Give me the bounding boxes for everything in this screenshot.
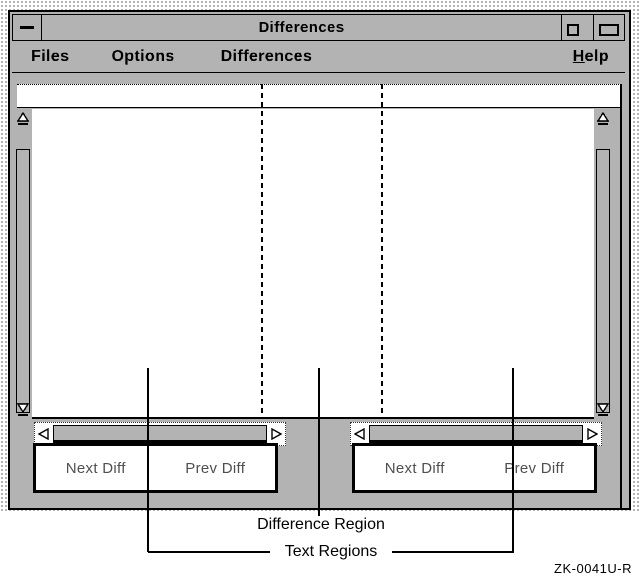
- right-diff-button-panel: Next Diff Prev Diff: [352, 443, 597, 493]
- left-horizontal-scrollbar-thumb[interactable]: [53, 425, 267, 443]
- minimize-icon: [567, 24, 579, 36]
- scroll-left-icon: [38, 428, 49, 440]
- scroll-up-icon: [17, 112, 29, 122]
- scroll-up-button[interactable]: [597, 112, 609, 125]
- scroll-right-icon: [587, 428, 598, 440]
- menu-differences[interactable]: Differences: [220, 48, 313, 65]
- scroll-down-underline: [18, 414, 28, 416]
- region-divider-dashed-line-left: [261, 84, 263, 419]
- title-bar-drag-area[interactable]: Differences: [42, 15, 561, 40]
- window-title: Differences: [258, 19, 345, 36]
- scroll-down-icon: [597, 403, 609, 413]
- file-header-strip: [17, 84, 621, 108]
- maximize-button[interactable]: [593, 15, 624, 40]
- difference-region-label: Difference Region: [257, 516, 385, 533]
- scroll-right-button[interactable]: [587, 428, 598, 440]
- left-vertical-scrollbar[interactable]: [14, 109, 32, 419]
- right-horizontal-scrollbar[interactable]: [350, 422, 602, 446]
- window-menu-button[interactable]: [13, 15, 42, 40]
- next-diff-button[interactable]: Next Diff: [65, 459, 126, 477]
- menu-options[interactable]: Options: [111, 48, 175, 65]
- prev-diff-button[interactable]: Prev Diff: [185, 459, 246, 477]
- text-regions-label: Text Regions: [284, 543, 378, 560]
- scroll-left-button[interactable]: [354, 428, 365, 440]
- scroll-down-button[interactable]: [17, 403, 29, 416]
- menu-help[interactable]: Help: [572, 48, 609, 65]
- figure-id-label: ZK-0041U-R: [554, 561, 632, 576]
- scroll-right-button[interactable]: [271, 428, 282, 440]
- minimize-button[interactable]: [561, 15, 593, 40]
- text-region-callout-line-left: [147, 368, 149, 552]
- left-vertical-scrollbar-thumb[interactable]: [16, 149, 30, 413]
- prev-diff-button[interactable]: Prev Diff: [504, 459, 565, 477]
- scroll-right-icon: [271, 428, 282, 440]
- window-menu-dash-icon: [20, 26, 34, 29]
- scroll-up-underline: [18, 123, 28, 125]
- left-diff-button-panel: Next Diff Prev Diff: [33, 443, 278, 493]
- differences-window: Differences Files Options Differences He…: [8, 10, 631, 510]
- scroll-up-underline: [598, 123, 608, 125]
- client-border-line: [620, 84, 622, 508]
- title-bar: Differences: [12, 14, 625, 41]
- scroll-up-icon: [597, 112, 609, 122]
- text-display-area[interactable]: [32, 109, 594, 419]
- text-regions-connector-left: [148, 551, 270, 553]
- right-vertical-scrollbar[interactable]: [594, 109, 612, 419]
- scroll-down-underline: [598, 414, 608, 416]
- difference-region-callout-line: [318, 368, 320, 516]
- scroll-down-button[interactable]: [597, 403, 609, 416]
- scroll-up-button[interactable]: [17, 112, 29, 125]
- maximize-icon: [599, 24, 619, 36]
- text-regions-connector-right: [392, 551, 514, 553]
- scroll-down-icon: [17, 403, 29, 413]
- scroll-left-icon: [354, 428, 365, 440]
- scroll-left-button[interactable]: [38, 428, 49, 440]
- next-diff-button[interactable]: Next Diff: [384, 459, 445, 477]
- right-vertical-scrollbar-thumb[interactable]: [596, 149, 610, 413]
- menu-files[interactable]: Files: [31, 48, 70, 65]
- region-divider-dashed-line-right: [381, 84, 383, 419]
- text-region-callout-line-right: [512, 368, 514, 552]
- left-horizontal-scrollbar[interactable]: [34, 422, 286, 446]
- right-horizontal-scrollbar-thumb[interactable]: [369, 425, 583, 443]
- menu-bar: Files Options Differences Help: [12, 42, 625, 73]
